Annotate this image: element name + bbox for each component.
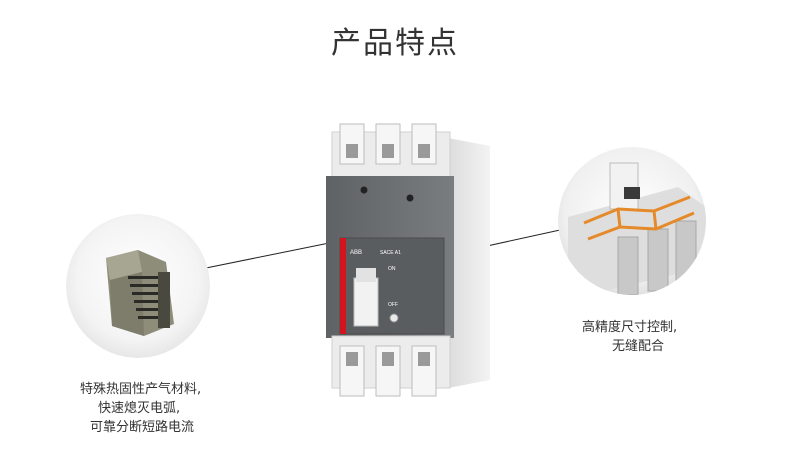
on-label: ON xyxy=(388,266,396,272)
connector-closeup xyxy=(558,147,706,295)
page-title: 产品特点 xyxy=(331,26,459,61)
arc-chute-block xyxy=(106,250,174,336)
feature-caption-arc-material: 特殊热固性产气材料, 快速熄灭电弧, 可靠分断短路电流 xyxy=(80,380,201,437)
circuit-breaker: ABB SACE A1 ON OFF xyxy=(318,118,502,404)
model-label: SACE A1 xyxy=(380,250,401,256)
brand-label: ABB xyxy=(350,250,362,256)
feature-caption-precision: 高精度尺寸控制, 无缝配合 xyxy=(582,318,677,356)
caption-line: 快速熄灭电弧, xyxy=(98,401,181,416)
caption-line: 可靠分断短路电流 xyxy=(90,420,195,435)
toggle-handle xyxy=(353,277,379,327)
arc-chute-closeup xyxy=(66,214,210,358)
caption-line: 无缝配合 xyxy=(612,339,665,354)
caption-line: 高精度尺寸控制, xyxy=(582,320,678,335)
top-terminals xyxy=(331,123,451,179)
off-label: OFF xyxy=(388,302,398,308)
caption-line: 特殊热固性产气材料, xyxy=(80,382,202,397)
bottom-terminals xyxy=(331,335,451,397)
